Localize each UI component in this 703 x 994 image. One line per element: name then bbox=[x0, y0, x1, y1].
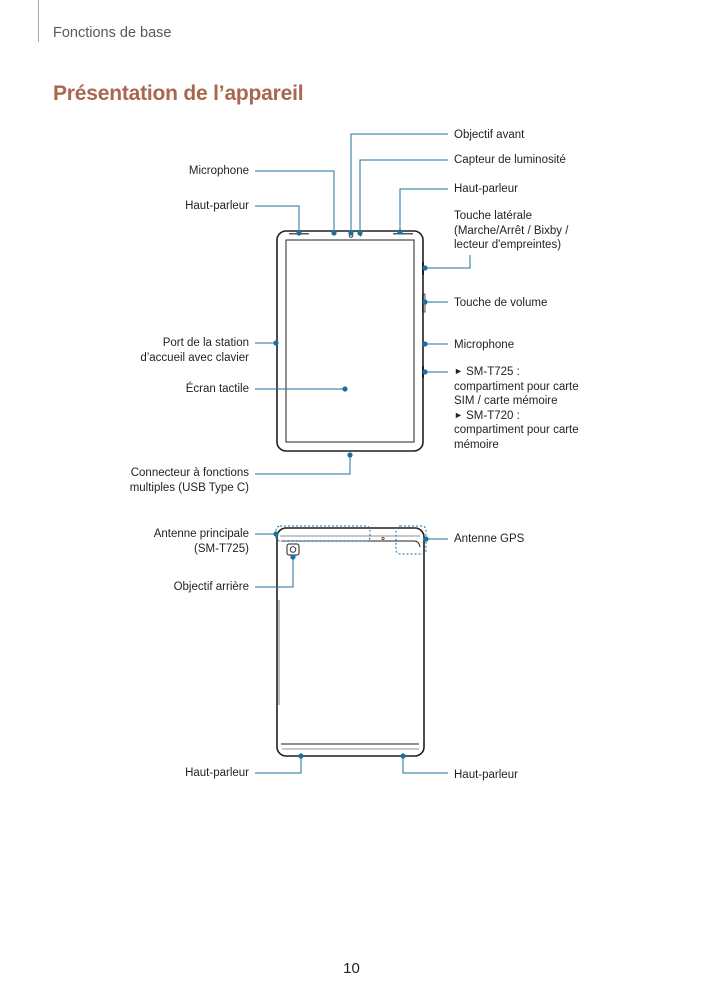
tablet-back-body bbox=[276, 527, 425, 757]
page-title: Présentation de l’appareil bbox=[53, 82, 304, 105]
label-speaker-top-left: Haut-parleur bbox=[185, 200, 249, 212]
line-speaker-top-left bbox=[255, 205, 300, 233]
label-usb-connector: Connecteur à fonctions multiples (USB Ty… bbox=[129, 467, 249, 494]
tablet-front-body bbox=[276, 230, 424, 452]
back-callouts bbox=[255, 533, 448, 774]
line-speaker-bottom-left bbox=[255, 756, 302, 774]
label-light-sensor: Capteur de luminosité bbox=[454, 154, 566, 166]
front-callout-dots bbox=[273, 229, 428, 458]
label-microphone-left: Microphone bbox=[188, 165, 249, 177]
line-rear-camera bbox=[255, 557, 294, 588]
back-callout-dots bbox=[273, 531, 429, 759]
label-rear-camera: Objectif arrière bbox=[173, 581, 249, 593]
label-dock-port: Port de la station d’accueil avec clavie… bbox=[140, 337, 249, 364]
rear-flash bbox=[381, 536, 385, 541]
header-rule bbox=[38, 0, 39, 42]
label-microphone-right: Microphone bbox=[454, 339, 515, 351]
line-side-key bbox=[425, 255, 471, 269]
line-front-camera bbox=[350, 133, 448, 233]
label-speaker-bottom-left: Haut-parleur bbox=[185, 767, 249, 779]
label-volume-key: Touche de volume bbox=[454, 297, 548, 309]
label-speaker-bottom-right: Haut-parleur bbox=[454, 769, 518, 781]
label-speaker-top-right: Haut-parleur bbox=[454, 183, 518, 195]
label-side-key: Touche latérale (Marche/Arrêt / Bixby / … bbox=[454, 210, 569, 251]
label-main-antenna: Antenne principale (SM-T725) bbox=[153, 528, 249, 555]
label-gps-antenna: Antenne GPS bbox=[454, 533, 525, 545]
page-number: 10 bbox=[343, 960, 360, 977]
label-front-camera: Objectif avant bbox=[454, 129, 525, 141]
antenna-band-top bbox=[281, 540, 421, 548]
line-light-sensor bbox=[359, 159, 448, 233]
tablet-front bbox=[276, 230, 426, 452]
line-usb bbox=[255, 455, 351, 475]
section-title: Fonctions de base bbox=[53, 25, 172, 41]
tablet-back bbox=[276, 527, 425, 757]
line-microphone-left bbox=[255, 170, 335, 233]
rear-camera-housing bbox=[286, 543, 300, 556]
label-touchscreen: Écran tactile bbox=[185, 383, 249, 395]
front-callouts bbox=[255, 133, 471, 475]
arrow-right-icon: ► bbox=[454, 409, 463, 420]
line-speaker-bottom-right bbox=[402, 756, 448, 774]
gps-antenna-area bbox=[395, 525, 427, 555]
line-speaker-top-right bbox=[399, 188, 448, 232]
tablet-front-screen bbox=[285, 239, 415, 443]
arrow-right-icon: ► bbox=[454, 366, 463, 376]
label-sim-tray: ► SM-T725 : compartiment pour carte SIM … bbox=[454, 366, 579, 451]
rear-camera-lens bbox=[289, 546, 297, 553]
